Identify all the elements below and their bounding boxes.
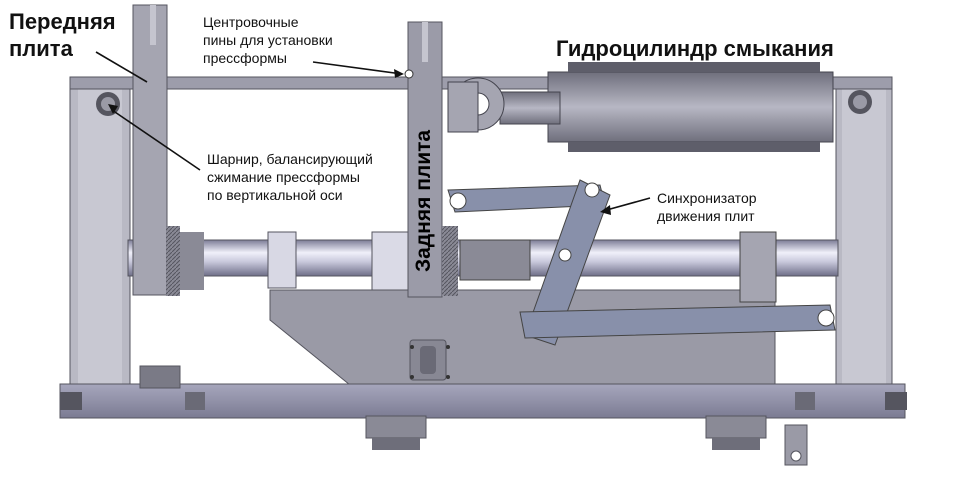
centering-pins-line: пины для установки [203,32,333,48]
hydraulic-cylinder [447,62,834,152]
synchronizer-line: Синхронизатор [657,190,757,206]
rear-plate [371,21,458,298]
leader-arrowheads [108,69,611,215]
bottom-beam [59,365,907,419]
left-side-frame [69,76,131,413]
rod-collar [267,231,297,289]
centering-pins-label: Центровочные пины для установки прессфор… [203,13,333,67]
hinge-line: сжимание прессформы [207,169,360,185]
hinge-line: Шарнир, балансирующий [207,151,373,167]
synchronizer-line: движения плит [657,208,755,224]
front-plate-label: Передняя плита [9,9,116,61]
synchronizer-label: Синхронизатор движения плит [657,189,757,225]
hinge-line: по вертикальной оси [207,187,343,203]
rear-plate-label: Задняя плита [412,129,435,272]
centering-pins-line: прессформы [203,50,287,66]
leader-lines [95,51,651,212]
clamp-cylinder-label: Гидроцилиндр смыкания [556,36,834,61]
centering-pins-line: Центровочные [203,14,299,30]
right-side-frame [835,76,893,413]
carriage-body [269,289,776,386]
front-plate [132,4,204,296]
synchronizer-linkage [447,179,836,346]
bottom-feet [365,415,808,466]
hinge-label: Шарнир, балансирующий сжимание прессформ… [207,150,373,204]
